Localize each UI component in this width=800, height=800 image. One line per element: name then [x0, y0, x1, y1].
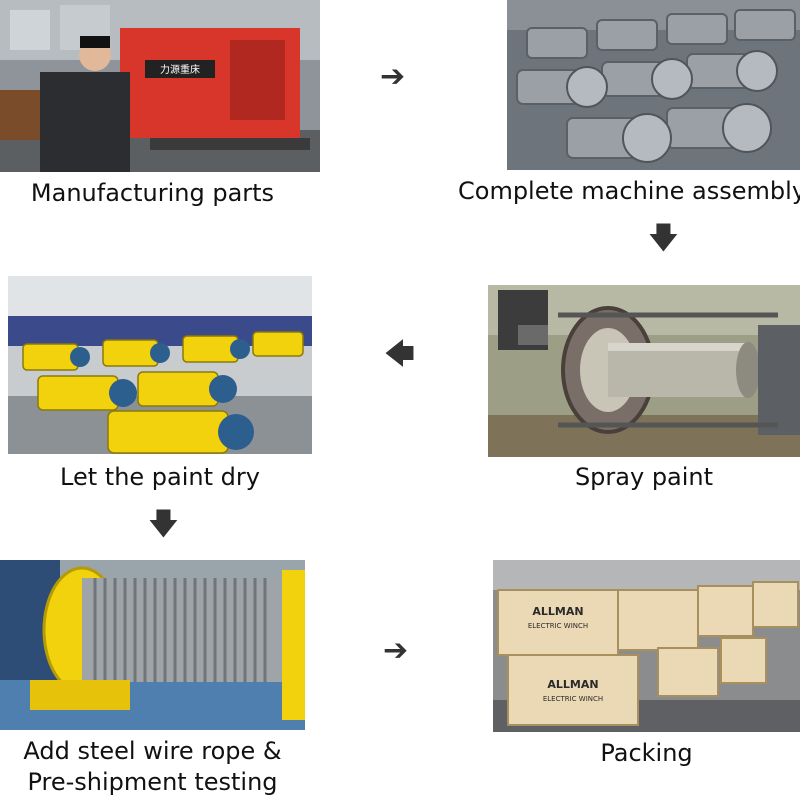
photo-manufacturing-parts: 力源重床	[0, 0, 320, 172]
crate-product-label: ELECTRIC WINCH	[528, 622, 588, 630]
arrow-right-icon: ➔	[380, 59, 406, 94]
crate-product-label: ELECTRIC WINCH	[543, 695, 603, 703]
machine-brand-label: 力源重床	[160, 63, 200, 76]
arrow-down-icon: 🡇	[148, 507, 179, 542]
arrow-left-icon: 🡄	[384, 337, 415, 372]
step-label-manufacturing: Manufacturing parts	[30, 179, 275, 207]
arrow-down-icon: 🡇	[648, 221, 679, 256]
crate-brand-label: ALLMAN	[547, 678, 598, 691]
step-label-wire-rope: Add steel wire rope &	[23, 737, 282, 765]
photo-wire-rope-testing	[0, 560, 305, 730]
step-label-packing: Packing	[600, 739, 693, 767]
step-label-assembly: Complete machine assembly	[458, 177, 800, 205]
photo-machine-assembly	[507, 0, 800, 170]
arrow-right-icon: ➔	[383, 633, 409, 668]
photo-spray-paint	[488, 285, 800, 457]
step-label-spray-paint: Spray paint	[574, 463, 714, 491]
step-label-paint-dry: Let the paint dry	[60, 463, 260, 491]
photo-packing: ALLMAN ELECTRIC WINCH ALLMAN ELECTRIC WI…	[493, 560, 800, 732]
step-label-testing: Pre-shipment testing	[27, 768, 278, 796]
crate-brand-label: ALLMAN	[532, 605, 583, 618]
photo-paint-drying	[8, 276, 312, 454]
